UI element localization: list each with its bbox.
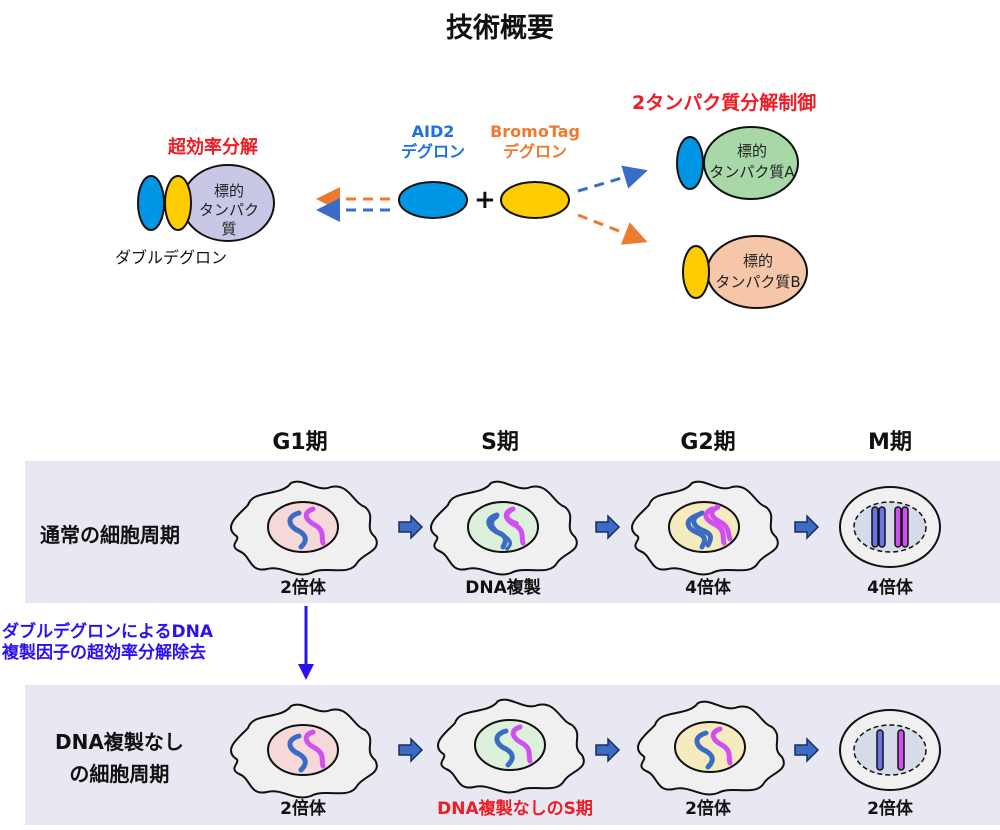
normal-cycle-label: 通常の細胞周期 bbox=[40, 523, 180, 547]
cell-g2-normal bbox=[630, 480, 779, 576]
cell-m-norep bbox=[839, 709, 941, 791]
target-protein-label-line2: タンパク質 bbox=[198, 201, 259, 238]
bromotag-degron-shape bbox=[500, 181, 570, 219]
step-arrow-icon bbox=[595, 515, 620, 539]
protein-b-label: 標的 タンパク質B bbox=[708, 251, 808, 293]
transition-note: ダブルデグロンによるDNA 複製因子の超効率分解除去 bbox=[2, 622, 213, 664]
two-protein-control-heading: 2タンパク質分解制御 bbox=[632, 92, 817, 114]
cell-s-norep bbox=[436, 698, 585, 794]
bromotag-label-line1: BromoTag bbox=[490, 122, 580, 141]
no-replication-label-line1: DNA複製なし bbox=[55, 730, 184, 754]
cell-g2-norep bbox=[636, 700, 785, 796]
protein-a-group bbox=[676, 126, 799, 200]
transition-note-line2: 複製因子の超効率分解除去 bbox=[2, 643, 206, 663]
bromotag-degron-shape-b bbox=[682, 245, 710, 299]
transition-note-line1: ダブルデグロンによるDNA bbox=[2, 622, 213, 642]
protein-b-label-line1: 標的 bbox=[742, 252, 773, 270]
step-arrow-icon bbox=[398, 738, 423, 762]
target-protein-label-line1: 標的 bbox=[213, 182, 244, 200]
caption-s-normal: DNA複製 bbox=[465, 578, 541, 598]
protein-b-label-line2: タンパク質B bbox=[715, 273, 801, 291]
target-protein-label: 標的 タンパク質 bbox=[192, 182, 266, 239]
phase-header-s: S期 bbox=[481, 430, 519, 455]
step-arrow-icon bbox=[595, 738, 620, 762]
bromotag-degron-label: BromoTag デグロン bbox=[485, 122, 585, 162]
super-efficient-degradation-heading: 超効率分解 bbox=[168, 137, 258, 158]
cell-m-normal bbox=[839, 486, 941, 568]
phase-header-g2: G2期 bbox=[680, 430, 736, 455]
phase-header-g1: G1期 bbox=[272, 430, 328, 455]
protein-b-group bbox=[682, 235, 808, 309]
aid2-label-line2: デグロン bbox=[400, 142, 465, 161]
page-title: 技術概要 bbox=[446, 13, 554, 44]
caption-m-norep: 2倍体 bbox=[867, 799, 913, 819]
double-degron-protein bbox=[137, 164, 275, 242]
cell-g1-norep bbox=[229, 703, 378, 799]
bromotag-label-line2: デグロン bbox=[502, 142, 567, 161]
cell-s-normal bbox=[429, 480, 578, 576]
blue-dashed-arrow-right bbox=[577, 165, 648, 193]
step-arrow-icon bbox=[794, 738, 819, 762]
plus-sign: + bbox=[474, 185, 496, 215]
caption-s-norep: DNA複製なしのS期 bbox=[437, 799, 593, 819]
degron-diagram bbox=[137, 126, 808, 309]
cell-g1-normal bbox=[229, 480, 378, 576]
aid2-label-line1: AID2 bbox=[411, 122, 455, 141]
aid2-degron-label: AID2 デグロン bbox=[388, 122, 478, 162]
aid2-degron-shape-a bbox=[676, 136, 704, 190]
double-degron-caption: ダブルデグロン bbox=[115, 248, 228, 267]
bromotag-degron-shape-left bbox=[164, 175, 192, 231]
no-replication-label-line2: の細胞周期 bbox=[69, 762, 170, 786]
step-arrow-icon bbox=[398, 515, 423, 539]
orange-dashed-arrow-right bbox=[577, 213, 648, 245]
protein-a-label-line1: 標的 bbox=[736, 142, 767, 160]
caption-g1-norep: 2倍体 bbox=[280, 799, 326, 819]
caption-g2-norep: 2倍体 bbox=[685, 799, 731, 819]
step-arrow-icon bbox=[794, 515, 819, 539]
protein-a-label: 標的 タンパク質A bbox=[704, 141, 800, 183]
caption-m-normal: 4倍体 bbox=[867, 578, 913, 598]
phase-header-m: M期 bbox=[868, 430, 912, 455]
aid2-degron-shape bbox=[398, 181, 468, 219]
protein-a-label-line2: タンパク質A bbox=[709, 163, 795, 181]
caption-g2-normal: 4倍体 bbox=[685, 578, 731, 598]
no-replication-cycle-label: DNA複製なし の細胞周期 bbox=[55, 726, 184, 790]
transition-arrowhead-icon bbox=[298, 664, 314, 680]
caption-g1-normal: 2倍体 bbox=[280, 578, 326, 598]
